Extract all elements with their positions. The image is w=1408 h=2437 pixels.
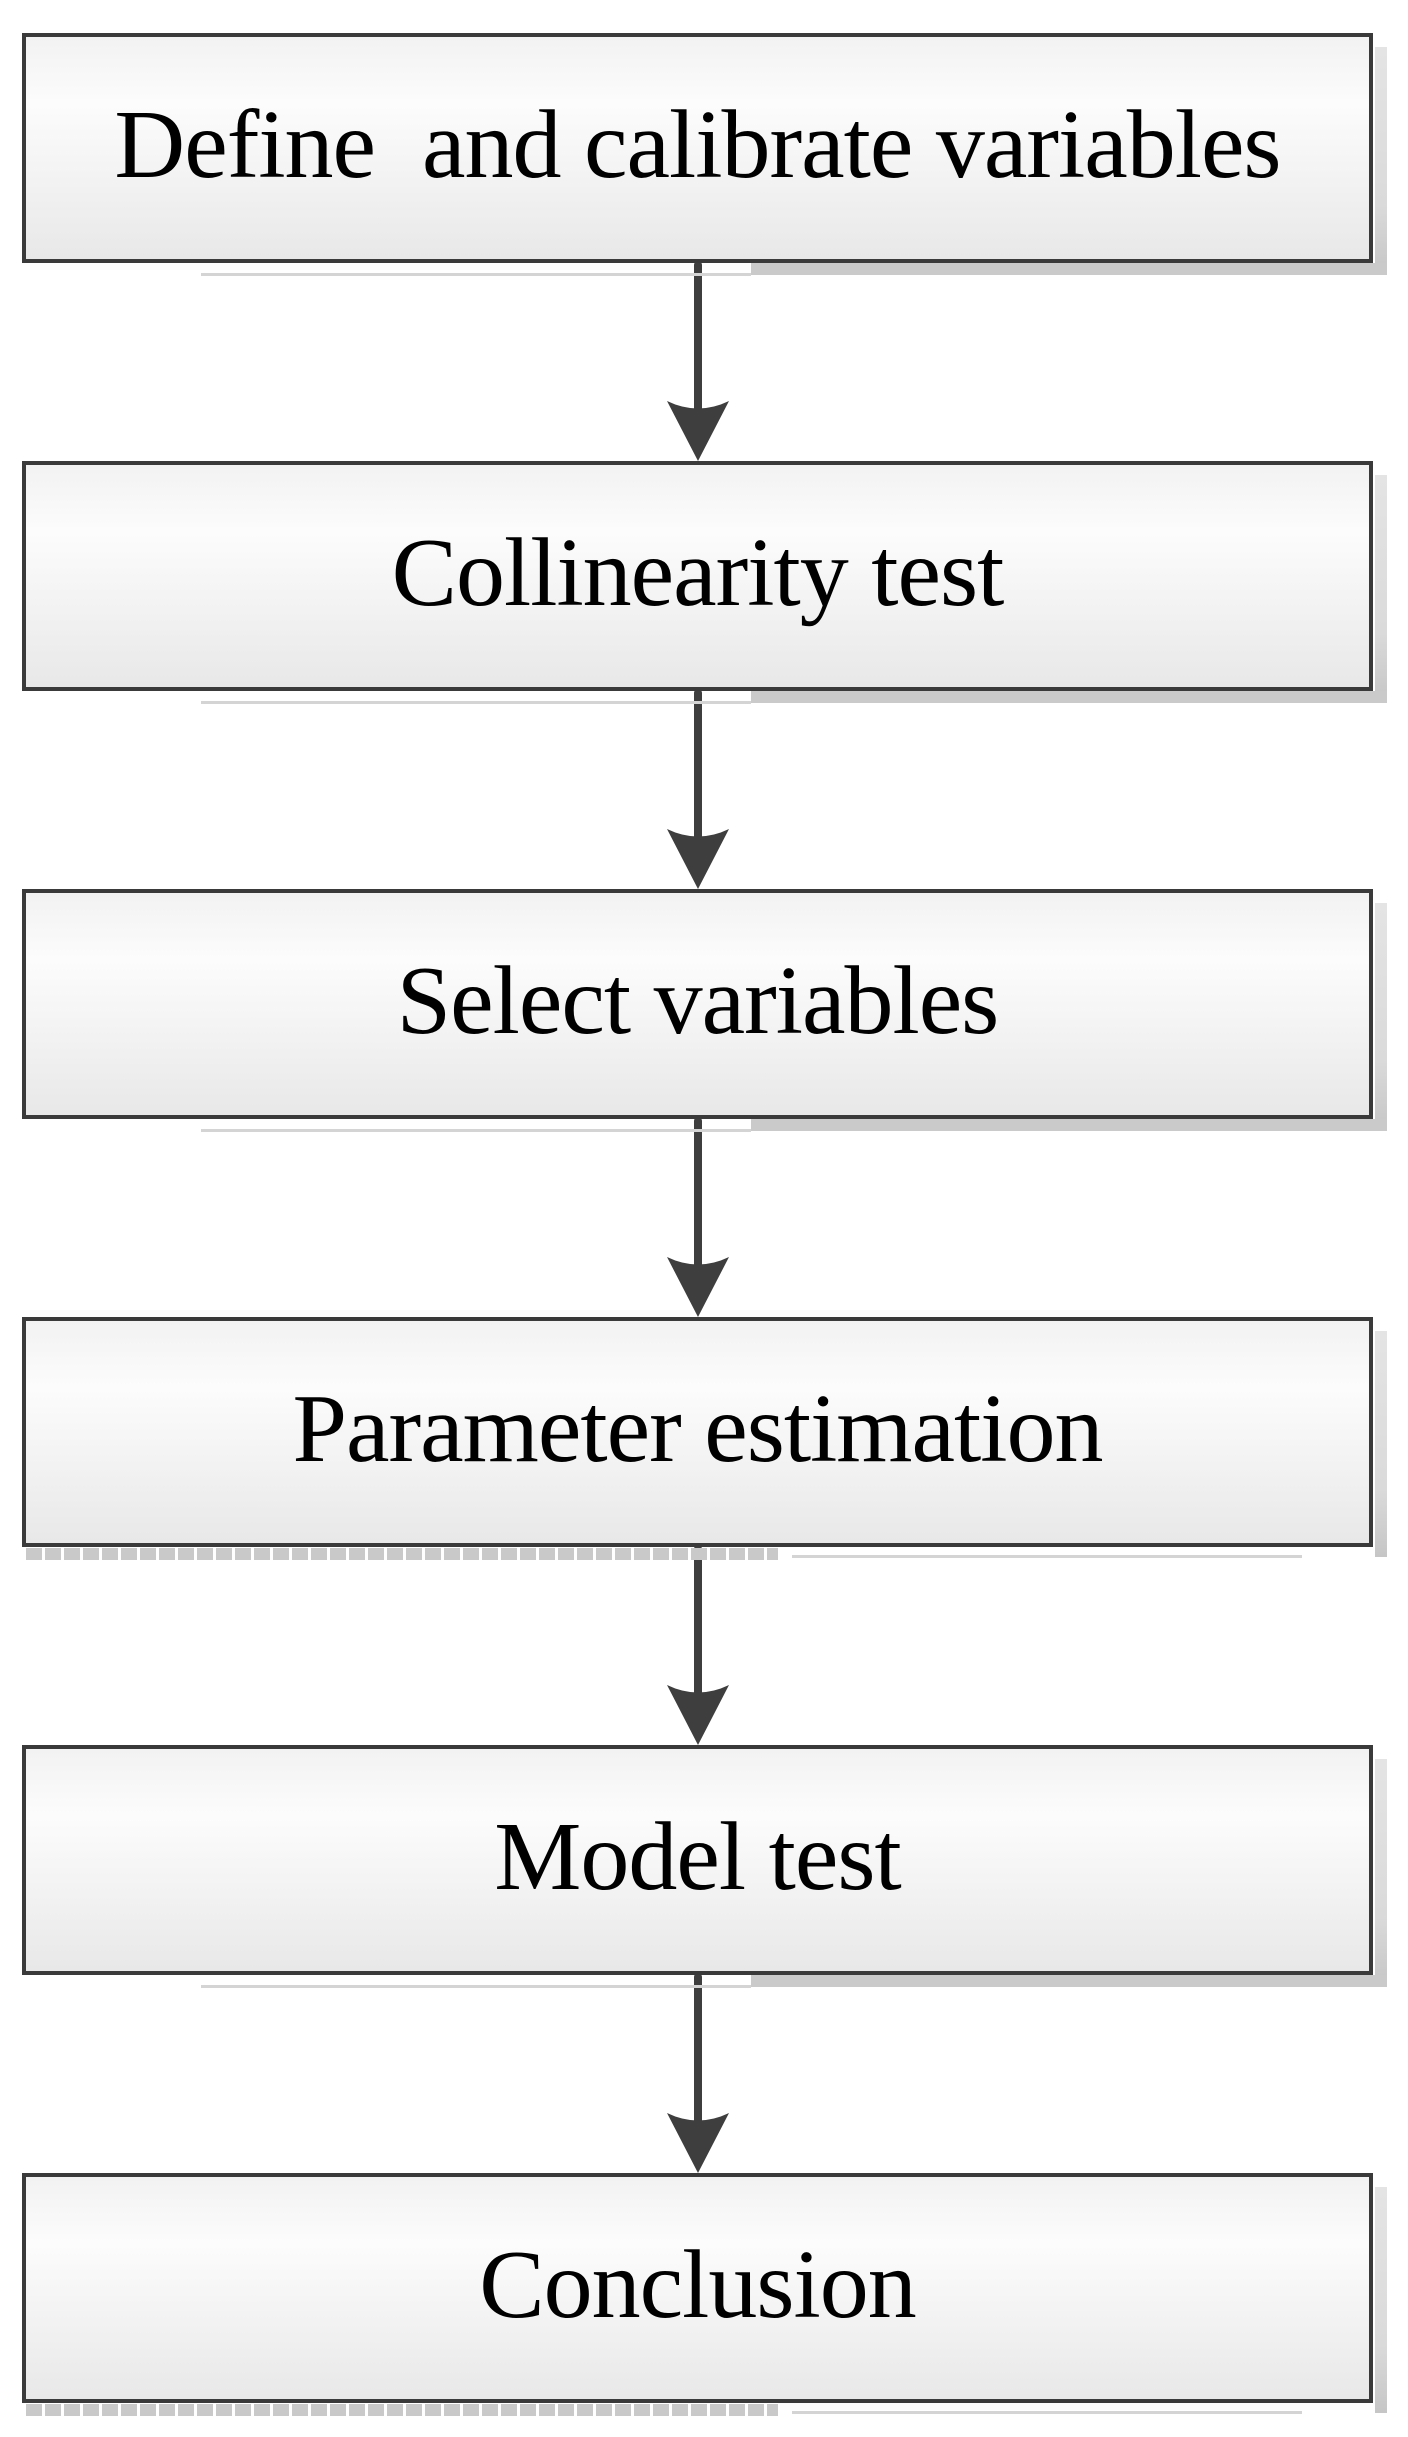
arrow-down-icon bbox=[666, 1119, 729, 1317]
flow-step-conclusion: Conclusion bbox=[22, 2173, 1387, 2416]
drop-shadow-right bbox=[1375, 1331, 1387, 1557]
drop-shadow-right bbox=[1375, 2187, 1387, 2413]
drop-shadow-bottom bbox=[751, 263, 1387, 275]
arrow-down-icon bbox=[666, 691, 729, 889]
drop-shadow-line bbox=[791, 1555, 1302, 1558]
arrow-down-icon bbox=[666, 263, 729, 461]
step-label: Conclusion bbox=[479, 2231, 916, 2339]
drop-shadow-line bbox=[791, 2411, 1302, 2414]
step-label: Define and calibrate variables bbox=[114, 91, 1281, 199]
drop-shadow-right bbox=[1375, 47, 1387, 273]
flow-step-parameter-estimation: Parameter estimation bbox=[22, 1317, 1387, 1560]
drop-shadow-right bbox=[1375, 903, 1387, 1129]
drop-shadow-right bbox=[1375, 1759, 1387, 1985]
step-label: Model test bbox=[494, 1803, 901, 1911]
arrow-down-icon bbox=[666, 1975, 729, 2173]
flow-step-select-variables: Select variables bbox=[22, 889, 1387, 1132]
drop-shadow-bottom bbox=[751, 1975, 1387, 1987]
flow-step-model-test: Model test bbox=[22, 1745, 1387, 1988]
step-label: Collinearity test bbox=[391, 519, 1005, 627]
flow-step-collinearity-test: Collinearity test bbox=[22, 461, 1387, 704]
flow-step-define-calibrate-variables: Define and calibrate variables bbox=[22, 33, 1387, 276]
drop-shadow-right bbox=[1375, 475, 1387, 701]
flowchart-column: Define and calibrate variables Collinear… bbox=[22, 33, 1387, 2416]
drop-shadow-bottom bbox=[26, 2404, 779, 2416]
drop-shadow-bottom bbox=[751, 691, 1387, 703]
arrow-down-icon bbox=[666, 1547, 729, 1745]
drop-shadow-bottom bbox=[751, 1119, 1387, 1131]
step-label: Select variables bbox=[396, 947, 1000, 1055]
step-label: Parameter estimation bbox=[292, 1375, 1104, 1483]
